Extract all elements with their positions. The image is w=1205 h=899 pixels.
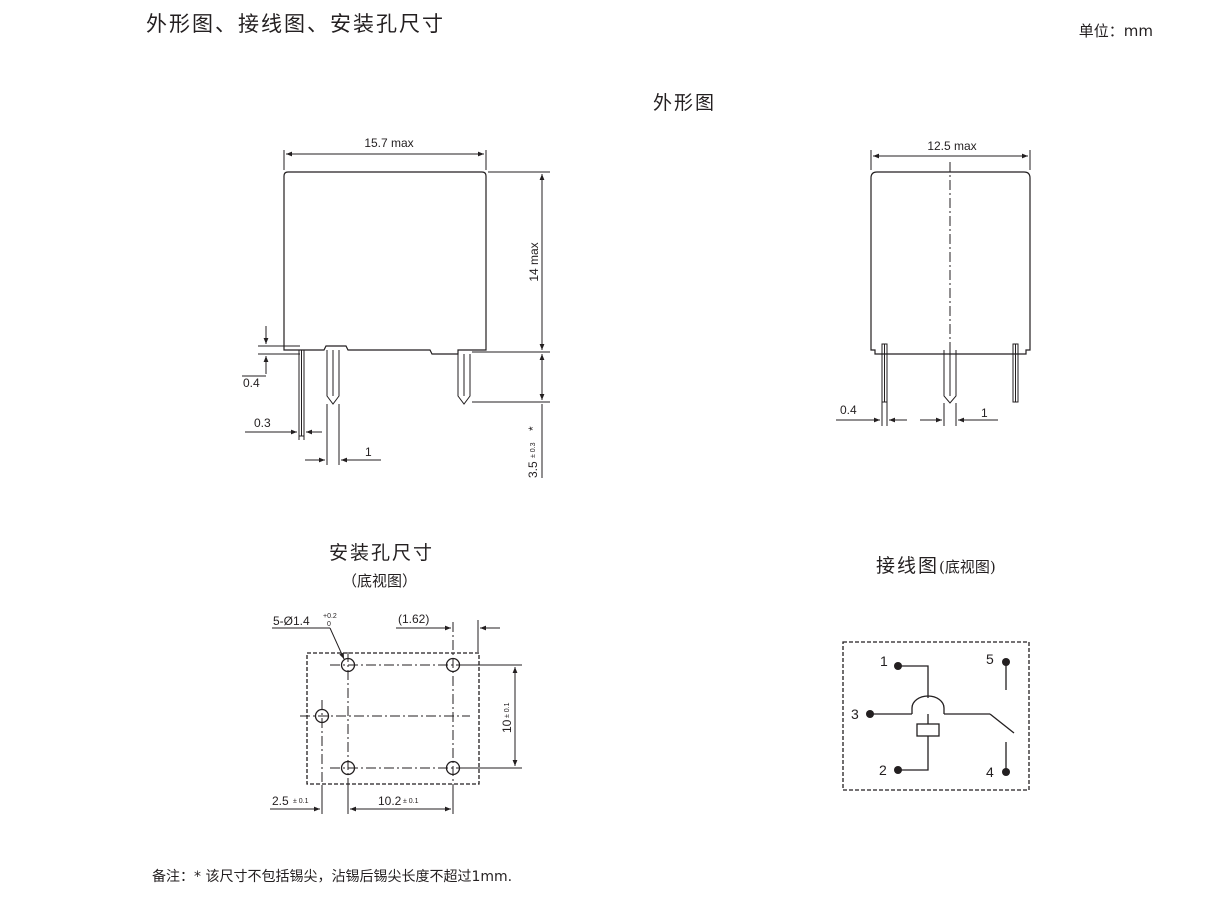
mounting-title: 安装孔尺寸 bbox=[329, 542, 435, 564]
terminal-3 bbox=[866, 710, 874, 718]
mount-hole bbox=[445, 760, 461, 776]
wiring-outline bbox=[842, 641, 1030, 791]
pin-label-1: 1 bbox=[880, 653, 888, 669]
front-pinlen-tol: ± 0.3 bbox=[530, 442, 537, 458]
side-width-label: 12.5 max bbox=[927, 139, 976, 153]
mount-hole bbox=[340, 657, 356, 673]
terminal-5 bbox=[1002, 658, 1010, 666]
pin-label-4: 4 bbox=[986, 764, 994, 780]
mount-left-label: 2.5 bbox=[272, 794, 289, 808]
coil-symbol bbox=[911, 695, 945, 714]
front-width-label: 15.7 max bbox=[364, 136, 413, 150]
mount-span-tol: ± 0.1 bbox=[403, 798, 419, 805]
mount-hole bbox=[314, 708, 330, 724]
coil-box bbox=[916, 723, 940, 737]
front-view bbox=[242, 150, 550, 478]
mount-span-group: 10.2 ± 0.1 bbox=[378, 794, 419, 808]
mount-hole-label-group: 5-Ø1.4 +0.2 0 bbox=[273, 613, 337, 628]
front-pin-gap-label: 1 bbox=[365, 445, 372, 459]
wiring-terminals bbox=[866, 658, 1010, 776]
side-pin-gap-label: 1 bbox=[981, 406, 988, 420]
front-pin-mid bbox=[326, 350, 340, 405]
mounting-outline bbox=[306, 652, 480, 785]
mount-span-label: 10.2 bbox=[378, 794, 402, 808]
mount-hole bbox=[445, 657, 461, 673]
mount-hole-label: 5-Ø1.4 bbox=[273, 614, 310, 628]
page-title: 外形图、接线图、安装孔尺寸 bbox=[146, 12, 445, 36]
wiring-title: 接线图 bbox=[876, 555, 940, 577]
mount-height-label: 10 bbox=[500, 719, 514, 733]
footnote: 备注：* 该尺寸不包括锡尖，沾锡后锡尖长度不超过1mm. bbox=[152, 869, 513, 885]
wiring-drawing bbox=[842, 641, 1030, 791]
mount-height-tol: ± 0.1 bbox=[504, 702, 511, 718]
outline-title: 外形图 bbox=[653, 92, 717, 114]
pin-label-5: 5 bbox=[986, 651, 994, 667]
mount-offset-label: (1.62) bbox=[398, 612, 429, 626]
front-body bbox=[283, 171, 487, 355]
pin-label-2: 2 bbox=[879, 762, 887, 778]
mount-left-group: 2.5 ± 0.1 bbox=[272, 794, 309, 808]
front-pin-offset-label: 0.4 bbox=[243, 376, 260, 390]
front-pin-right bbox=[457, 350, 471, 405]
side-view bbox=[836, 150, 1031, 426]
front-pinlen-label: 3.5 bbox=[526, 461, 540, 478]
mount-height-group: 10 ± 0.1 bbox=[500, 702, 514, 733]
side-body bbox=[870, 171, 1031, 355]
unit-label: 单位：mm bbox=[1078, 22, 1153, 40]
wiring-subtitle: (底视图) bbox=[939, 558, 996, 576]
terminal-2 bbox=[894, 766, 902, 774]
mounting-subtitle: （底视图） bbox=[342, 572, 418, 590]
front-pin-width-label: 0.3 bbox=[254, 416, 271, 430]
mount-hole-tol-upper: +0.2 bbox=[323, 613, 337, 620]
terminal-4 bbox=[1002, 768, 1010, 776]
mounting-drawing bbox=[270, 620, 522, 814]
side-pin-offset-label: 0.4 bbox=[840, 403, 857, 417]
pin-label-3: 3 bbox=[851, 706, 859, 722]
mount-left-tol: ± 0.1 bbox=[293, 798, 309, 805]
front-pinlen-mark: * bbox=[526, 426, 540, 431]
mount-hole bbox=[340, 760, 356, 776]
front-height-label: 14 max bbox=[527, 242, 541, 281]
wiring-title-group: 接线图(底视图) bbox=[876, 551, 996, 578]
terminal-1 bbox=[894, 662, 902, 670]
switch-blade bbox=[989, 713, 1015, 734]
front-pinlen-group: 3.5 ± 0.3 * bbox=[526, 426, 540, 478]
side-pin-mid bbox=[943, 350, 957, 404]
mount-hole-tol-lower: 0 bbox=[327, 621, 331, 628]
